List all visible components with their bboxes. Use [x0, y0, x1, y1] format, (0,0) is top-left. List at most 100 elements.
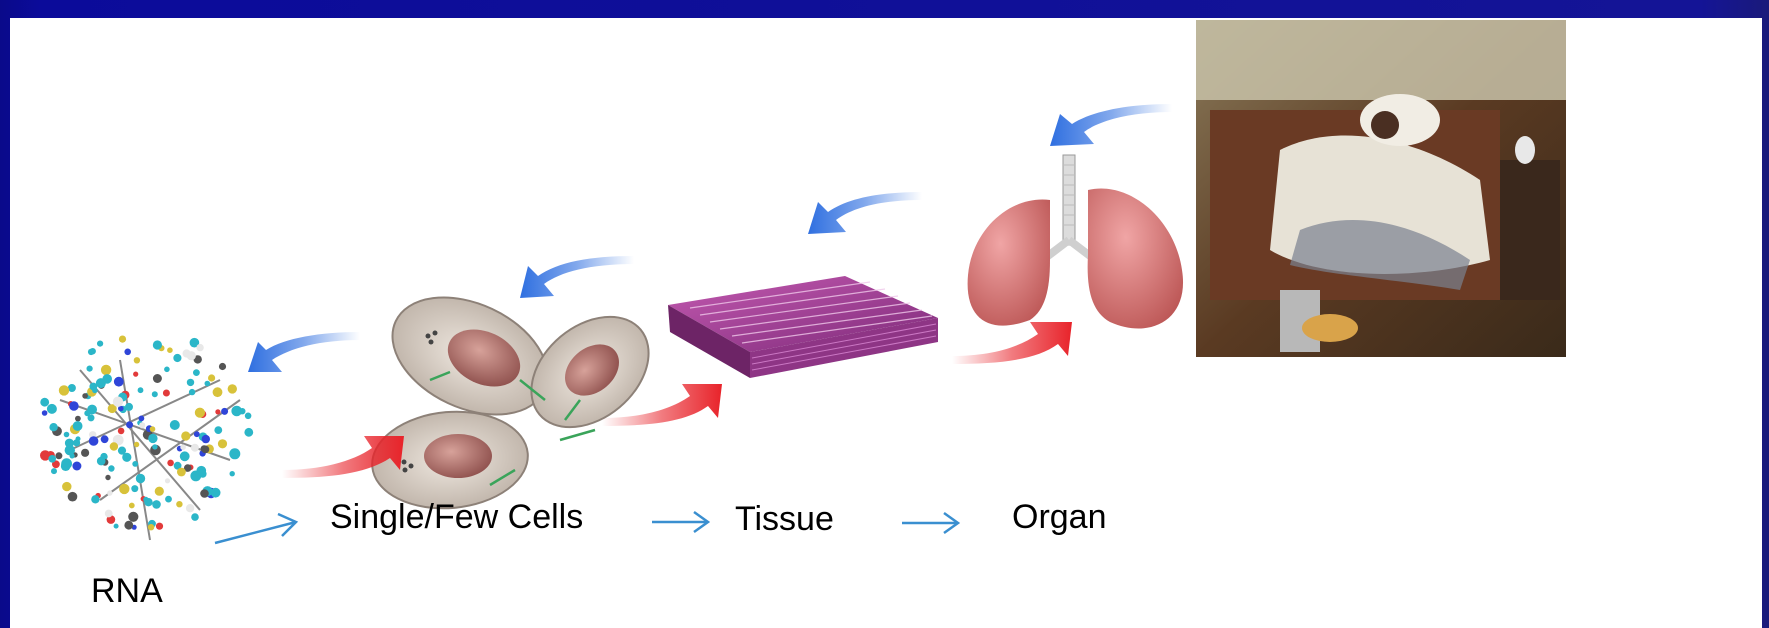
label-organ: Organ [1012, 498, 1107, 537]
atom [200, 489, 209, 498]
atom [170, 420, 180, 430]
atom [105, 510, 113, 518]
atom [193, 369, 200, 376]
atom [181, 431, 190, 440]
atom [189, 389, 195, 395]
atom [239, 408, 245, 414]
label-rna: RNA [91, 572, 163, 611]
atom [73, 421, 83, 431]
atom [202, 435, 210, 443]
atom [124, 349, 131, 356]
atom [197, 466, 207, 476]
atom [155, 487, 164, 496]
label-tissue: Tissue [735, 500, 834, 539]
atom [134, 357, 140, 363]
atom [138, 387, 144, 393]
atom [119, 484, 129, 494]
atom [139, 422, 145, 428]
atom [55, 452, 62, 459]
atom [75, 416, 81, 422]
atom [245, 413, 252, 420]
atom [229, 448, 240, 459]
atom [42, 410, 48, 416]
atom [173, 354, 181, 362]
atom [187, 351, 196, 360]
lungs-icon [968, 155, 1183, 329]
atom [167, 460, 174, 467]
atom [177, 468, 186, 477]
atom [164, 367, 170, 373]
atom [132, 461, 138, 467]
atom [101, 435, 109, 443]
atom [122, 453, 131, 462]
atom [88, 349, 94, 355]
atom [214, 426, 222, 434]
atom [205, 381, 211, 387]
atom [195, 408, 205, 418]
atom [153, 374, 162, 383]
atom [97, 341, 103, 347]
blue-arrow-4 [1050, 104, 1172, 146]
atom [124, 521, 133, 530]
atom [105, 475, 110, 480]
atom [68, 492, 78, 502]
atom [61, 461, 71, 471]
atom [134, 442, 139, 447]
atom [73, 439, 80, 446]
atom [165, 478, 170, 483]
atom [101, 365, 111, 375]
atom [136, 474, 145, 483]
blue-arrow-1 [248, 332, 360, 372]
atom [82, 393, 88, 399]
atom [163, 390, 170, 397]
red-arrow-3 [952, 322, 1072, 364]
atom [150, 426, 156, 432]
atom [153, 340, 162, 349]
atom [97, 457, 106, 466]
atom [114, 377, 124, 387]
atom [221, 408, 228, 415]
atom [65, 439, 74, 448]
blue-arrow-2 [520, 256, 634, 298]
atom [51, 468, 57, 474]
atom [194, 431, 200, 437]
atom [191, 513, 199, 521]
atom [196, 344, 203, 351]
atom [187, 379, 194, 386]
atom [88, 414, 95, 421]
blue-arrow-3 [808, 192, 922, 234]
atom [49, 423, 57, 431]
atom [70, 453, 75, 458]
connector-arrow-3 [902, 513, 958, 533]
atom [230, 471, 235, 476]
atom [89, 436, 99, 446]
atom [152, 444, 157, 449]
atom [118, 428, 125, 435]
atom [208, 374, 215, 381]
atom [148, 434, 157, 443]
atom [47, 404, 57, 414]
connector-arrow-1 [215, 514, 296, 543]
atom [152, 391, 158, 397]
atom [72, 462, 81, 471]
atom [133, 372, 138, 377]
atom [48, 455, 56, 463]
atom [167, 347, 173, 353]
label-single-few-cells: Single/Few Cells [330, 498, 583, 537]
atom [152, 500, 161, 509]
connector-arrow-2 [652, 512, 708, 532]
atom [126, 421, 133, 428]
atom [176, 501, 182, 507]
atom [91, 495, 99, 503]
atom [110, 442, 118, 450]
atom [228, 384, 237, 393]
atom [64, 432, 70, 438]
atom [113, 397, 123, 407]
atom [129, 503, 135, 509]
atom [211, 488, 221, 498]
atom [119, 336, 126, 343]
atom [59, 385, 69, 395]
atom [87, 366, 93, 372]
atom [215, 409, 220, 414]
atom [180, 444, 186, 450]
